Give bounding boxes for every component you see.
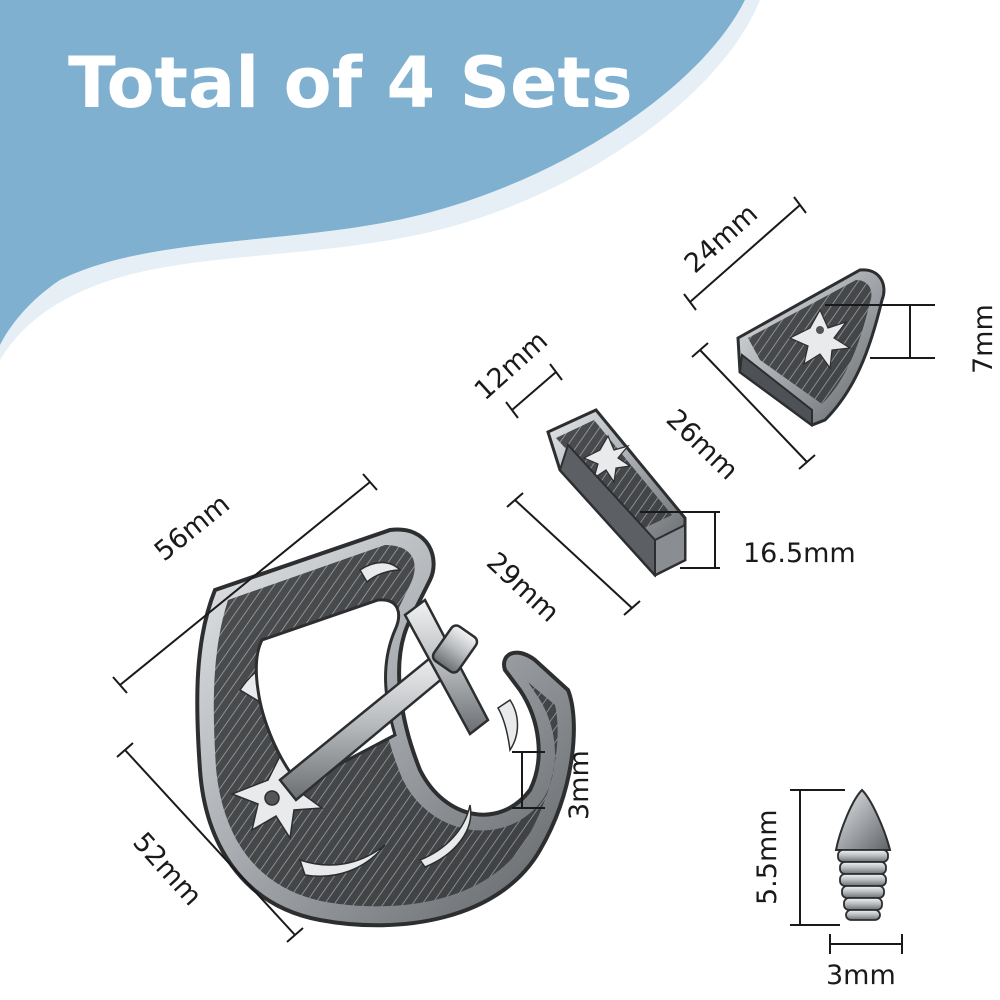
banner-wave bbox=[0, 0, 745, 345]
belt-tip-icon bbox=[736, 268, 886, 427]
screw-width-label: 3mm bbox=[826, 960, 896, 991]
keeper-height-label: 16.5mm bbox=[743, 538, 856, 569]
belt-keeper-icon bbox=[546, 408, 687, 578]
banner-title: Total of 4 Sets bbox=[68, 42, 633, 124]
screw-height-label: 5.5mm bbox=[752, 809, 783, 905]
dimension-lines bbox=[112, 196, 935, 954]
buckle-pin-label: 3mm bbox=[564, 750, 595, 820]
belt-buckle-icon bbox=[195, 527, 576, 928]
tip-height-label: 7mm bbox=[968, 304, 999, 374]
spike-screw-icon bbox=[834, 788, 892, 921]
